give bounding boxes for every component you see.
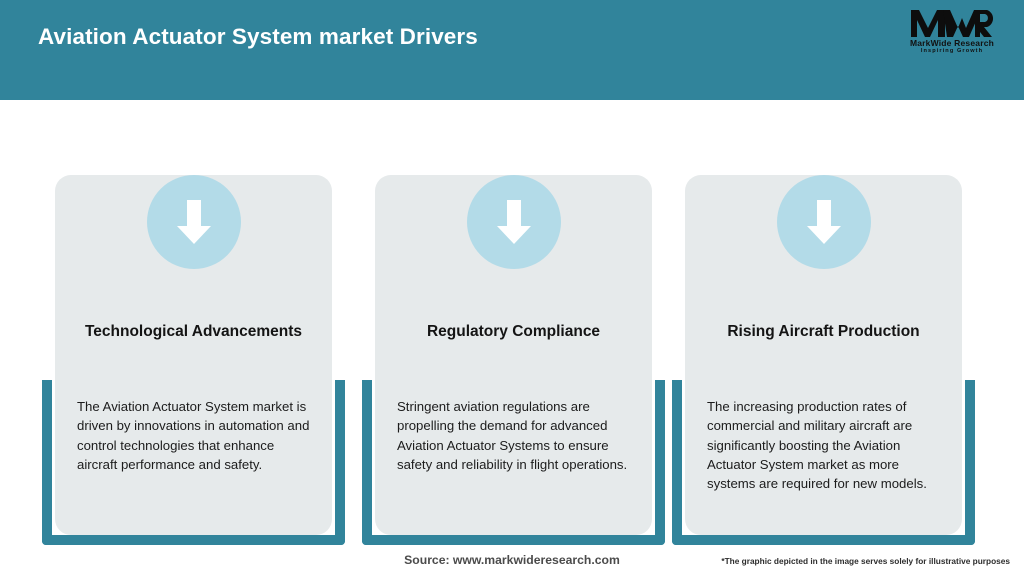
card-accent-frame [42,380,345,545]
driver-card-1: Technological Advancements The Aviation … [42,100,350,546]
card-title: Technological Advancements [84,323,303,340]
header-band: Aviation Actuator System market Drivers … [0,0,1024,100]
card-accent-frame [362,380,665,545]
driver-card-3: Rising Aircraft Production The increasin… [672,100,980,546]
card-surface: Rising Aircraft Production The increasin… [685,175,962,535]
arrow-down-icon [466,175,561,269]
disclaimer-note: *The graphic depicted in the image serve… [721,556,1010,566]
brand-logo: MarkWide Research Inspiring Growth [898,8,1006,62]
card-description: Stringent aviation regulations are prope… [397,399,628,472]
card-surface: Regulatory Compliance Stringent aviation… [375,175,652,535]
arrow-down-icon [146,175,241,269]
logo-company-name: MarkWide Research [909,38,995,48]
card-description: The increasing production rates of comme… [707,399,927,492]
card-accent-frame [672,380,975,545]
arrow-down-icon [776,175,871,269]
page-title: Aviation Actuator System market Drivers [38,24,478,49]
card-title: Regulatory Compliance [426,323,601,340]
card-surface: Technological Advancements The Aviation … [55,175,332,535]
source-attribution: Source: www.markwideresearch.com [404,553,620,567]
card-title: Rising Aircraft Production [727,323,920,340]
driver-cards-row: Technological Advancements The Aviation … [0,100,1024,576]
card-description: The Aviation Actuator System market is d… [77,399,310,472]
logo-tagline: Inspiring Growth [920,47,984,54]
mwr-monogram-icon [911,10,994,37]
driver-card-2: Regulatory Compliance Stringent aviation… [362,100,670,546]
